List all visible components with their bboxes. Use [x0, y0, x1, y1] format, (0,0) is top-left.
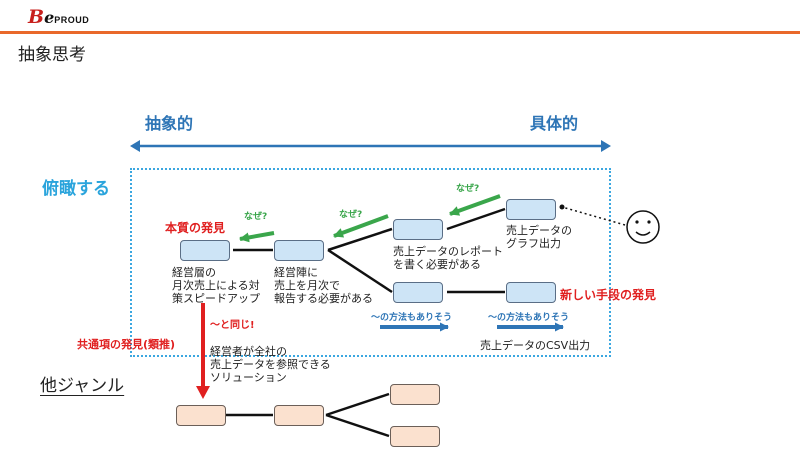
brand-logo: BePROUD	[28, 6, 90, 28]
connector-b2-b3	[325, 392, 390, 417]
header-divider	[0, 31, 800, 34]
same-as-label: 〜と同じ!	[210, 320, 255, 331]
why-label-1: なぜ?	[244, 212, 268, 222]
node-text-report-to-management: 経営陣に売上を月次で報告する必要がある	[274, 266, 373, 305]
bottom-node-1	[176, 405, 226, 426]
node-text-essence: 経営層の月次売上による対策スピードアップ	[172, 266, 260, 305]
other-genre-description: 経営者が全社の売上データを参照できるソリューション	[210, 345, 331, 384]
axis-label-abstract: 抽象的	[145, 114, 194, 133]
node-text-graph-output: 売上データのグラフ出力	[506, 224, 572, 250]
slide-title: 抽象思考	[18, 45, 86, 65]
alt-method-label-1: 〜の方法もありそう	[371, 313, 453, 323]
why-arrow-1	[239, 231, 275, 243]
common-item-discovery-label: 共通項の発見(類推)	[77, 338, 176, 351]
why-label-3: なぜ?	[456, 184, 480, 194]
connector-n2-n3	[327, 227, 393, 252]
overview-label: 俯瞰する	[42, 179, 110, 199]
face-pointer-dot	[559, 204, 565, 210]
analogy-arrow-head	[196, 386, 210, 399]
node-new-method	[393, 282, 443, 303]
node-text-csv-output: 売上データのCSV出力	[480, 339, 591, 352]
node-report-to-management	[274, 240, 324, 261]
why-arrow-2	[333, 214, 389, 238]
bottom-node-2	[274, 405, 324, 426]
face-pointer-line	[561, 206, 626, 226]
node-essence	[180, 240, 230, 261]
essence-discovery-label: 本質の発見	[165, 221, 226, 235]
new-method-discovery-label: 新しい手段の発見	[560, 288, 657, 302]
axis-arrow-head-right	[601, 140, 611, 152]
node-graph-output	[506, 199, 556, 220]
bottom-node-3	[390, 384, 440, 405]
connector-b2-b4	[325, 413, 390, 438]
connector-n2-n5	[327, 248, 393, 294]
node-text-sales-report: 売上データのレポートを書く必要がある	[393, 245, 503, 271]
alt-method-label-2: 〜の方法もありそう	[488, 313, 570, 323]
why-label-2: なぜ?	[339, 210, 363, 220]
why-arrow-3	[449, 194, 501, 216]
axis-arrow-head-left	[130, 140, 140, 152]
node-sales-report	[393, 219, 443, 240]
other-genre-label: 他ジャンル	[40, 376, 125, 396]
node-csv-output	[506, 282, 556, 303]
overview-frame	[130, 168, 611, 357]
axis-label-concrete: 具体的	[530, 114, 579, 133]
bottom-node-4	[390, 426, 440, 447]
smiley-face-icon	[626, 210, 660, 244]
connector-n3-n4	[446, 207, 506, 231]
